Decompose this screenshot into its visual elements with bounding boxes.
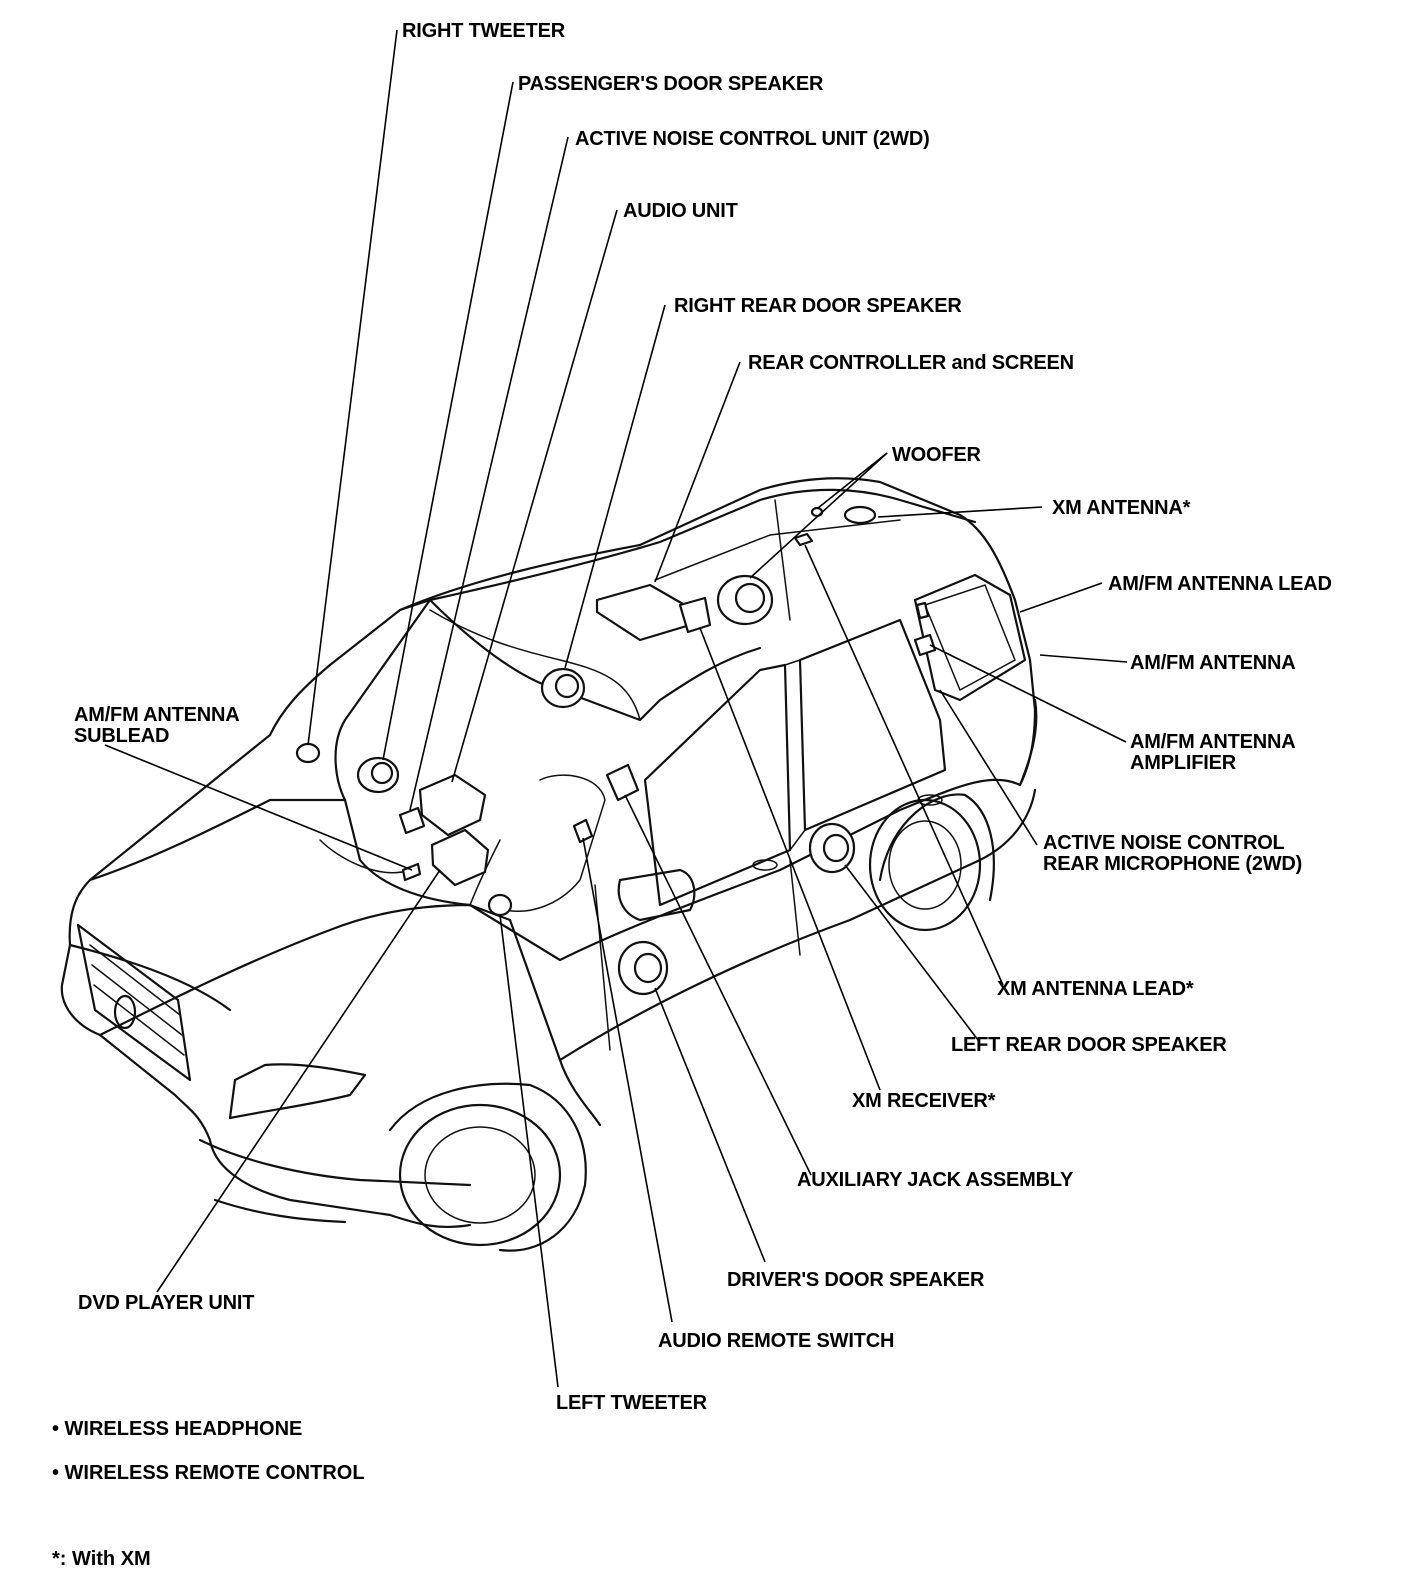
auxiliary-jack-assembly: [605, 763, 640, 802]
components: [295, 505, 937, 996]
label-passenger-door-speaker: PASSENGER'S DOOR SPEAKER: [518, 73, 824, 95]
label-audio-remote-switch: AUDIO REMOTE SWITCH: [658, 1330, 895, 1352]
label-rear-controller: REAR CONTROLLER and SCREEN: [748, 352, 1074, 374]
left-rear-door-speaker: [808, 822, 856, 874]
amfm-antenna-sublead: [401, 862, 422, 882]
label-dvd-player: DVD PLAYER UNIT: [78, 1292, 255, 1314]
label-amfm-amplifier-line1: AM/FM ANTENNA: [1130, 731, 1296, 753]
label-left-tweeter: LEFT TWEETER: [556, 1392, 707, 1414]
xm-antenna: [843, 505, 877, 525]
label-drivers-door-speaker: DRIVER'S DOOR SPEAKER: [727, 1269, 985, 1291]
vehicle-outline: [60, 477, 1038, 1252]
label-left-rear-door-speaker: LEFT REAR DOOR SPEAKER: [951, 1034, 1227, 1056]
label-sublead-line2: SUBLEAD: [74, 725, 170, 747]
woofer: [716, 574, 774, 626]
xm-receiver: [678, 596, 712, 634]
label-right-tweeter: RIGHT TWEETER: [402, 20, 565, 42]
leader-lines: [104, 29, 1128, 1388]
label-anc-mic-line1: ACTIVE NOISE CONTROL: [1043, 832, 1285, 854]
note-wireless-headphone: • WIRELESS HEADPHONE: [52, 1418, 303, 1440]
rear-controller-screen: [595, 583, 692, 642]
label-xm-antenna-lead: XM ANTENNA LEAD*: [997, 978, 1194, 1000]
amfm-antenna-amplifier: [913, 633, 937, 657]
label-anc-mic-line2: REAR MICROPHONE (2WD): [1043, 853, 1303, 875]
audio-unit: [418, 773, 487, 837]
label-woofer: WOOFER: [892, 444, 981, 466]
label-sublead-line1: AM/FM ANTENNA: [74, 704, 240, 726]
label-anc-unit: ACTIVE NOISE CONTROL UNIT (2WD): [575, 128, 930, 150]
anc-unit: [398, 806, 426, 835]
label-xm-receiver: XM RECEIVER*: [852, 1090, 996, 1112]
label-amfm-antenna-lead: AM/FM ANTENNA LEAD: [1108, 573, 1332, 595]
dvd-player-unit: [430, 828, 490, 887]
label-xm-antenna: XM ANTENNA*: [1052, 497, 1191, 519]
label-amfm-amplifier-line2: AMPLIFIER: [1130, 752, 1236, 774]
passenger-door-speaker: [356, 756, 400, 794]
drivers-door-speaker: [617, 940, 669, 996]
audio-remote-switch: [572, 818, 594, 844]
label-aux-jack: AUXILIARY JACK ASSEMBLY: [797, 1169, 1074, 1191]
left-tweeter: [487, 893, 513, 917]
label-audio-unit: AUDIO UNIT: [623, 200, 738, 222]
right-tweeter: [295, 742, 321, 764]
label-right-rear-door-speaker: RIGHT REAR DOOR SPEAKER: [674, 295, 962, 317]
label-amfm-antenna: AM/FM ANTENNA: [1130, 652, 1296, 674]
footnote-with-xm: *: With XM: [52, 1548, 151, 1570]
right-rear-door-speaker: [540, 667, 586, 709]
note-wireless-remote: • WIRELESS REMOTE CONTROL: [52, 1462, 365, 1484]
